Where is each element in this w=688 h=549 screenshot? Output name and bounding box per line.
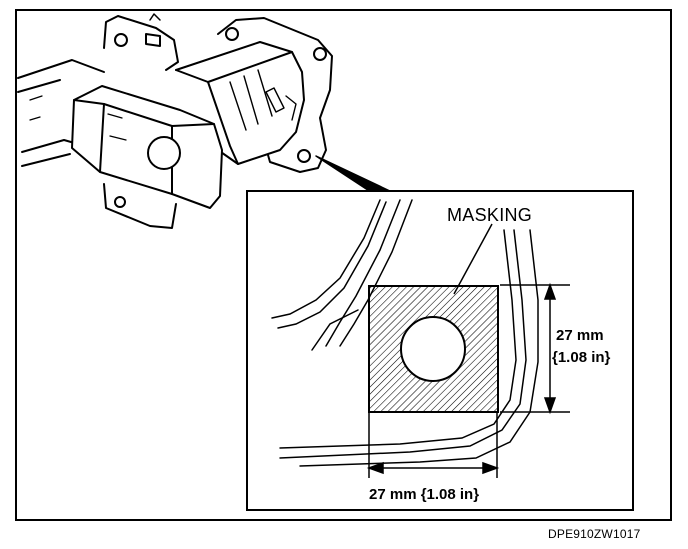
masking-hole — [400, 316, 466, 382]
masking-leader — [453, 223, 493, 295]
vertical-dimension — [500, 282, 570, 415]
horizontal-dimension — [366, 412, 500, 478]
masking-label: MASKING — [447, 205, 533, 225]
detail-inset — [246, 190, 634, 511]
vertical-dimension-mm-label: 27 mm — [556, 327, 604, 344]
outer-frame — [15, 9, 672, 521]
frame-rail-drawing — [17, 13, 393, 229]
figure-code: DPE910ZW1017 — [548, 527, 641, 541]
vertical-dimension-in-label: {1.08 in} — [552, 349, 611, 366]
masking-area — [368, 285, 499, 413]
horizontal-dimension-label: 27 mm {1.08 in} — [369, 486, 480, 503]
